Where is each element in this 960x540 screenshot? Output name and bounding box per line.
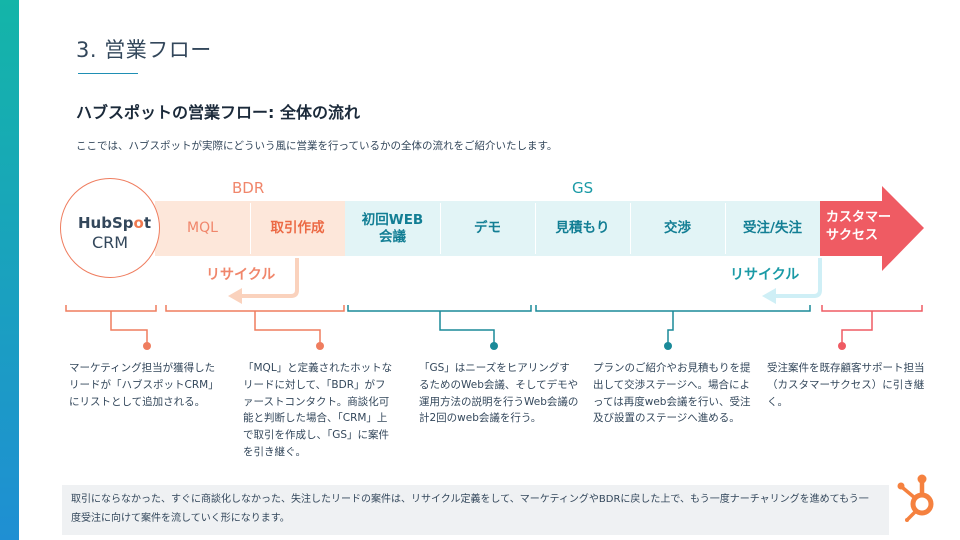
hubspot-logo: HubSpot — [78, 214, 151, 232]
stage-divider — [630, 203, 631, 254]
customer-success-arrow — [820, 186, 924, 271]
description-crm: マーケティング担当が獲得したリードが「ハブスポットCRM」にリストとして追加され… — [69, 362, 219, 408]
connector-dot-bdr — [316, 342, 324, 350]
description-gs-meetings: 「GS」はニーズをヒアリングするためのWeb会議、そしてデモや運用方法の説明を行… — [419, 362, 579, 425]
note-text: 取引にならなかった、すぐに商談化しなかった、失注したリードの案件は、リサイクル定… — [71, 494, 869, 524]
side-accent-bar — [0, 0, 19, 540]
description-customer-success: 受注案件を既存顧客サポート担当（カスタマーサクセス）に引き継く。 — [767, 362, 925, 408]
group-label-bdr: BDR — [232, 179, 265, 197]
stage-divider — [725, 203, 726, 254]
intro-text: ここでは、ハブスポットが実際にどういう風に営業を行っているかの全体の流れをご紹介… — [76, 140, 558, 152]
stage-divider — [250, 203, 251, 254]
stage-mql: MQL — [187, 220, 218, 237]
connector-dot-customer-success — [838, 342, 846, 350]
stage-first-web-meeting: 初回WEB 会議 — [345, 201, 440, 256]
recycle-label-bdr: リサイクル — [206, 267, 276, 283]
bracket-bdr — [165, 305, 345, 312]
connector-gs-negotiation — [667, 311, 674, 344]
hubspot-logo-sprocket-letter: o — [133, 214, 144, 232]
connector-dot-crm — [143, 342, 151, 350]
bracket-gs-negotiation — [535, 305, 811, 312]
connector-crm — [110, 311, 148, 344]
stage-demo: デモ — [474, 220, 501, 237]
stage-customer-success: カスタマー サクセス — [826, 210, 892, 243]
hubspot-logo-text: HubSpot — [78, 214, 151, 232]
description-gs-negotiation: プランのご紹介やお見積もりを提出して交渉ステージへ。場合によっては再度web会議… — [593, 362, 751, 425]
connector-bdr — [254, 311, 321, 344]
stage-torihiki: 取引作成 — [270, 220, 325, 237]
bracket-customer-success — [821, 305, 923, 312]
connector-dot-gs-negotiation — [664, 342, 672, 350]
note-box — [62, 485, 889, 535]
connector-gs-meetings — [439, 311, 495, 344]
hubspot-crm-circle — [60, 178, 160, 278]
section-subtitle: ハブスポットの営業フロー: 全体の流れ — [76, 103, 360, 122]
crm-label: CRM — [92, 233, 129, 252]
group-label-gs: GS — [572, 179, 594, 197]
stage-divider — [535, 203, 536, 254]
stage-negotiation: 交渉 — [664, 220, 691, 237]
gs-band — [345, 201, 820, 256]
recycle-arrowhead-bdr — [228, 288, 242, 304]
stage-estimate: 見積もり — [555, 220, 610, 237]
slide-title: 3. 営業フロー — [76, 38, 212, 62]
recycle-label-gs: リサイクル — [730, 267, 800, 283]
stage-divider — [440, 203, 441, 254]
recycle-arrowhead-gs — [762, 288, 776, 304]
bracket-crm — [65, 305, 157, 312]
description-bdr: 「MQL」と定義されたホットなリードに対して、「BDR」がファーストコンタクト。… — [243, 362, 393, 458]
connector-dot-gs-meetings — [490, 342, 498, 350]
title-underline — [78, 73, 138, 74]
recycle-arrow-bdr — [240, 258, 299, 298]
stage-first-web-meeting-label: 初回WEB 会議 — [361, 212, 424, 245]
hubspot-sprocket-icon — [897, 474, 934, 522]
bracket-gs-meetings — [347, 305, 532, 312]
recycle-arrow-gs — [774, 258, 822, 298]
connector-customer-success — [841, 311, 873, 344]
stage-won-lost: 受注/失注 — [743, 220, 802, 237]
